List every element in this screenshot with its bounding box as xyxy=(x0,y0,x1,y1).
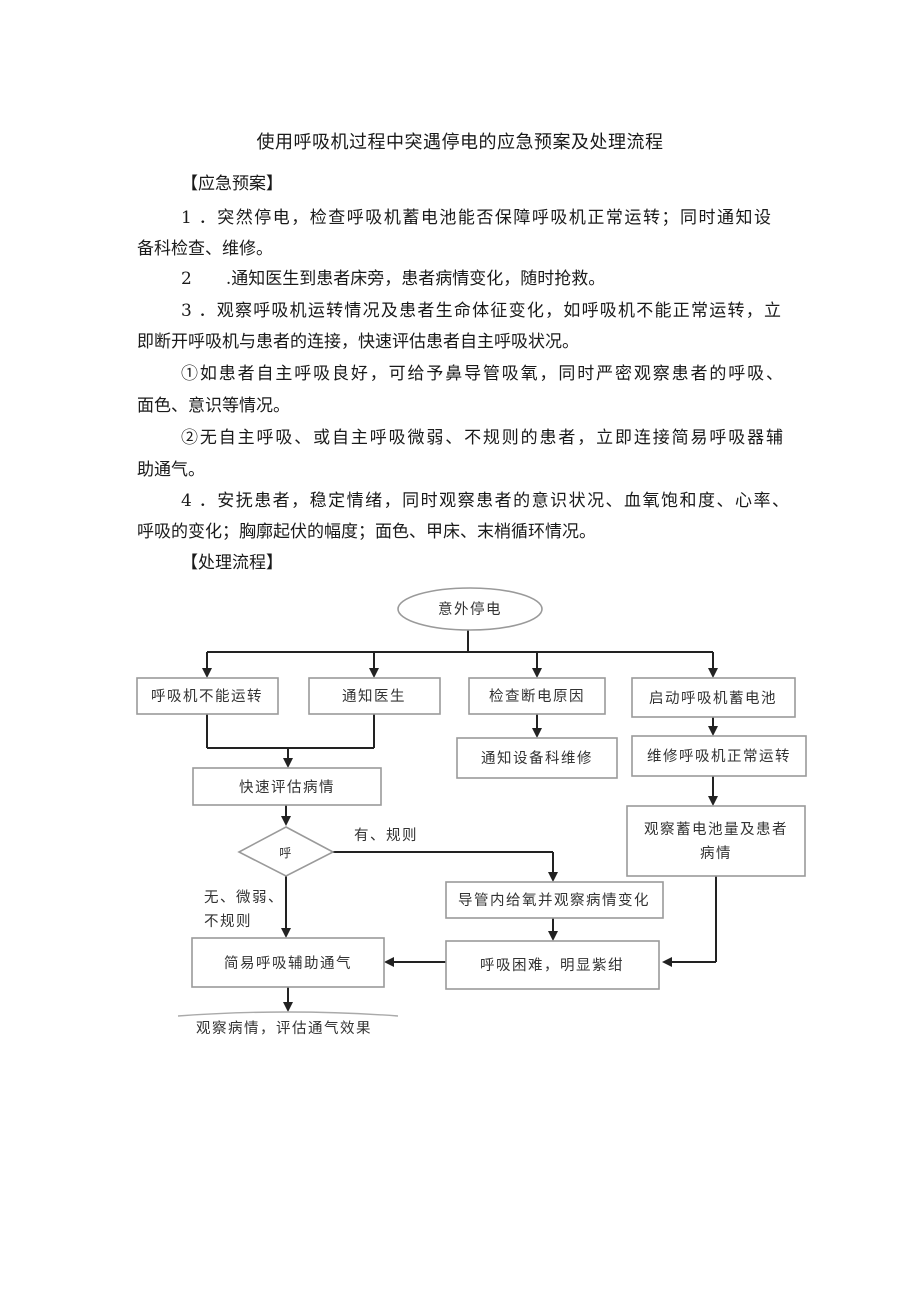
node-notify-doctor xyxy=(308,677,441,715)
plan-heading: 【应急预案】 xyxy=(181,174,283,194)
node-ventilator-failed xyxy=(136,677,279,715)
flow-heading: 【处理流程】 xyxy=(181,553,283,573)
no-branch-label-2: 不规则 xyxy=(204,913,252,930)
node-check-cause xyxy=(468,677,606,715)
node-notify-doctor-label: 通知医生 xyxy=(342,688,406,705)
start-node xyxy=(397,587,543,631)
node-check-cause-label: 检查断电原因 xyxy=(489,688,585,705)
arrowheads xyxy=(202,668,718,1012)
final-node-label: 观察病情，评估通气效果 xyxy=(196,1019,372,1037)
plan-item-3a-line-2: 面色、意识等情况。 xyxy=(137,396,290,416)
decision-node xyxy=(237,826,335,877)
node-observe-battery xyxy=(626,805,806,877)
node-dyspnea xyxy=(445,940,660,990)
connector-lines xyxy=(206,630,717,1006)
node-notify-equipment xyxy=(456,737,618,779)
plan-item-2-line-1: 2 .通知医生到患者床旁，患者病情变化，随时抢救。 xyxy=(181,269,606,289)
final-node-border xyxy=(177,1011,399,1017)
node-dyspnea-label: 呼吸困难，明显紫绀 xyxy=(480,957,624,974)
node-ventilator-failed-label: 呼吸机不能运转 xyxy=(151,688,263,705)
node-notify-equipment-label: 通知设备科维修 xyxy=(481,750,593,767)
plan-item-3a-line-1: ①如患者自主呼吸良好，可给予鼻导管吸氧，同时严密观察患者的呼吸、 xyxy=(181,364,783,384)
decision-node-label: 呼 xyxy=(279,846,293,860)
start-node-label: 意外停电 xyxy=(438,600,502,618)
plan-item-1-line-2: 备科检查、维修。 xyxy=(137,239,273,259)
plan-item-4-line-2: 呼吸的变化；胸廓起伏的幅度；面色、甲床、末梢循环情况。 xyxy=(137,522,596,542)
node-observe-battery-label-1: 观察蓄电池量及患者 xyxy=(644,820,788,838)
node-assess xyxy=(192,767,382,806)
node-observe-battery-label-2: 病情 xyxy=(700,845,732,862)
node-oxygen xyxy=(445,881,664,919)
plan-item-1-line-1: 1 ．突然停电，检查呼吸机蓄电池能否保障呼吸机正常运转；同时通知设 xyxy=(181,208,771,228)
plan-item-3-line-1: 3 ．观察呼吸机运转情况及患者生命体征变化，如呼吸机不能正常运转，立 xyxy=(181,301,781,321)
node-oxygen-label: 导管内给氧并观察病情变化 xyxy=(458,891,650,909)
node-assess-label: 快速评估病情 xyxy=(239,779,335,796)
node-maintain-ventilator-label: 维修呼吸机正常运转 xyxy=(647,748,791,765)
node-start-battery xyxy=(631,677,796,718)
plan-item-3b-line-2: 助通气。 xyxy=(137,460,205,480)
node-start-battery-label: 启动呼吸机蓄电池 xyxy=(649,690,777,707)
node-bag-ventilation-label: 简易呼吸辅助通气 xyxy=(224,955,352,972)
document-title: 使用呼吸机过程中突遇停电的应急预案及处理流程 xyxy=(256,132,664,153)
no-branch-label-1: 无、微弱、 xyxy=(204,889,284,906)
plan-item-3b-line-1: ②无自主呼吸、或自主呼吸微弱、不规则的患者，立即连接简易呼吸器辅 xyxy=(181,428,783,448)
node-bag-ventilation xyxy=(191,937,385,988)
plan-item-4-line-1: 4 ．安抚患者，稳定情绪，同时观察患者的意识状况、血氧饱和度、心率、 xyxy=(181,491,789,511)
yes-branch-label: 有、规则 xyxy=(354,827,418,844)
node-maintain-ventilator xyxy=(631,735,807,777)
plan-item-3-line-2: 即断开呼吸机与患者的连接，快速评估患者自主呼吸状况。 xyxy=(137,332,579,352)
